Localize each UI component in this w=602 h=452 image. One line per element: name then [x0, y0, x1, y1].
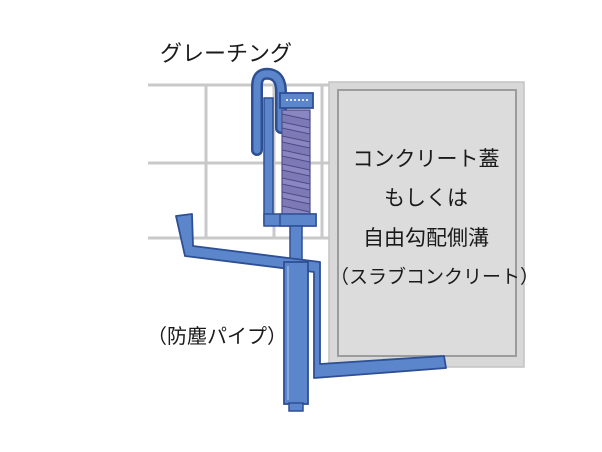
slab-label-line1: コンクリート蓋	[352, 147, 500, 171]
dust-pipe-label: （防塵パイプ）	[147, 324, 287, 348]
bolt-stem	[289, 225, 303, 263]
pipe-end-cap	[288, 402, 304, 412]
slab-label-line3: 自由勾配側溝	[363, 226, 489, 250]
slab-label-line4: （スラブコンクリート）	[330, 266, 540, 288]
grating-label: グレーチング	[160, 42, 293, 67]
slab-label-line2: もしくは	[384, 186, 468, 210]
grating-grid	[148, 83, 330, 240]
spring-cap	[279, 92, 314, 109]
spring	[281, 109, 311, 215]
concrete-slab	[328, 81, 525, 368]
l-bracket	[175, 213, 447, 379]
spring-base-plate	[279, 213, 317, 227]
